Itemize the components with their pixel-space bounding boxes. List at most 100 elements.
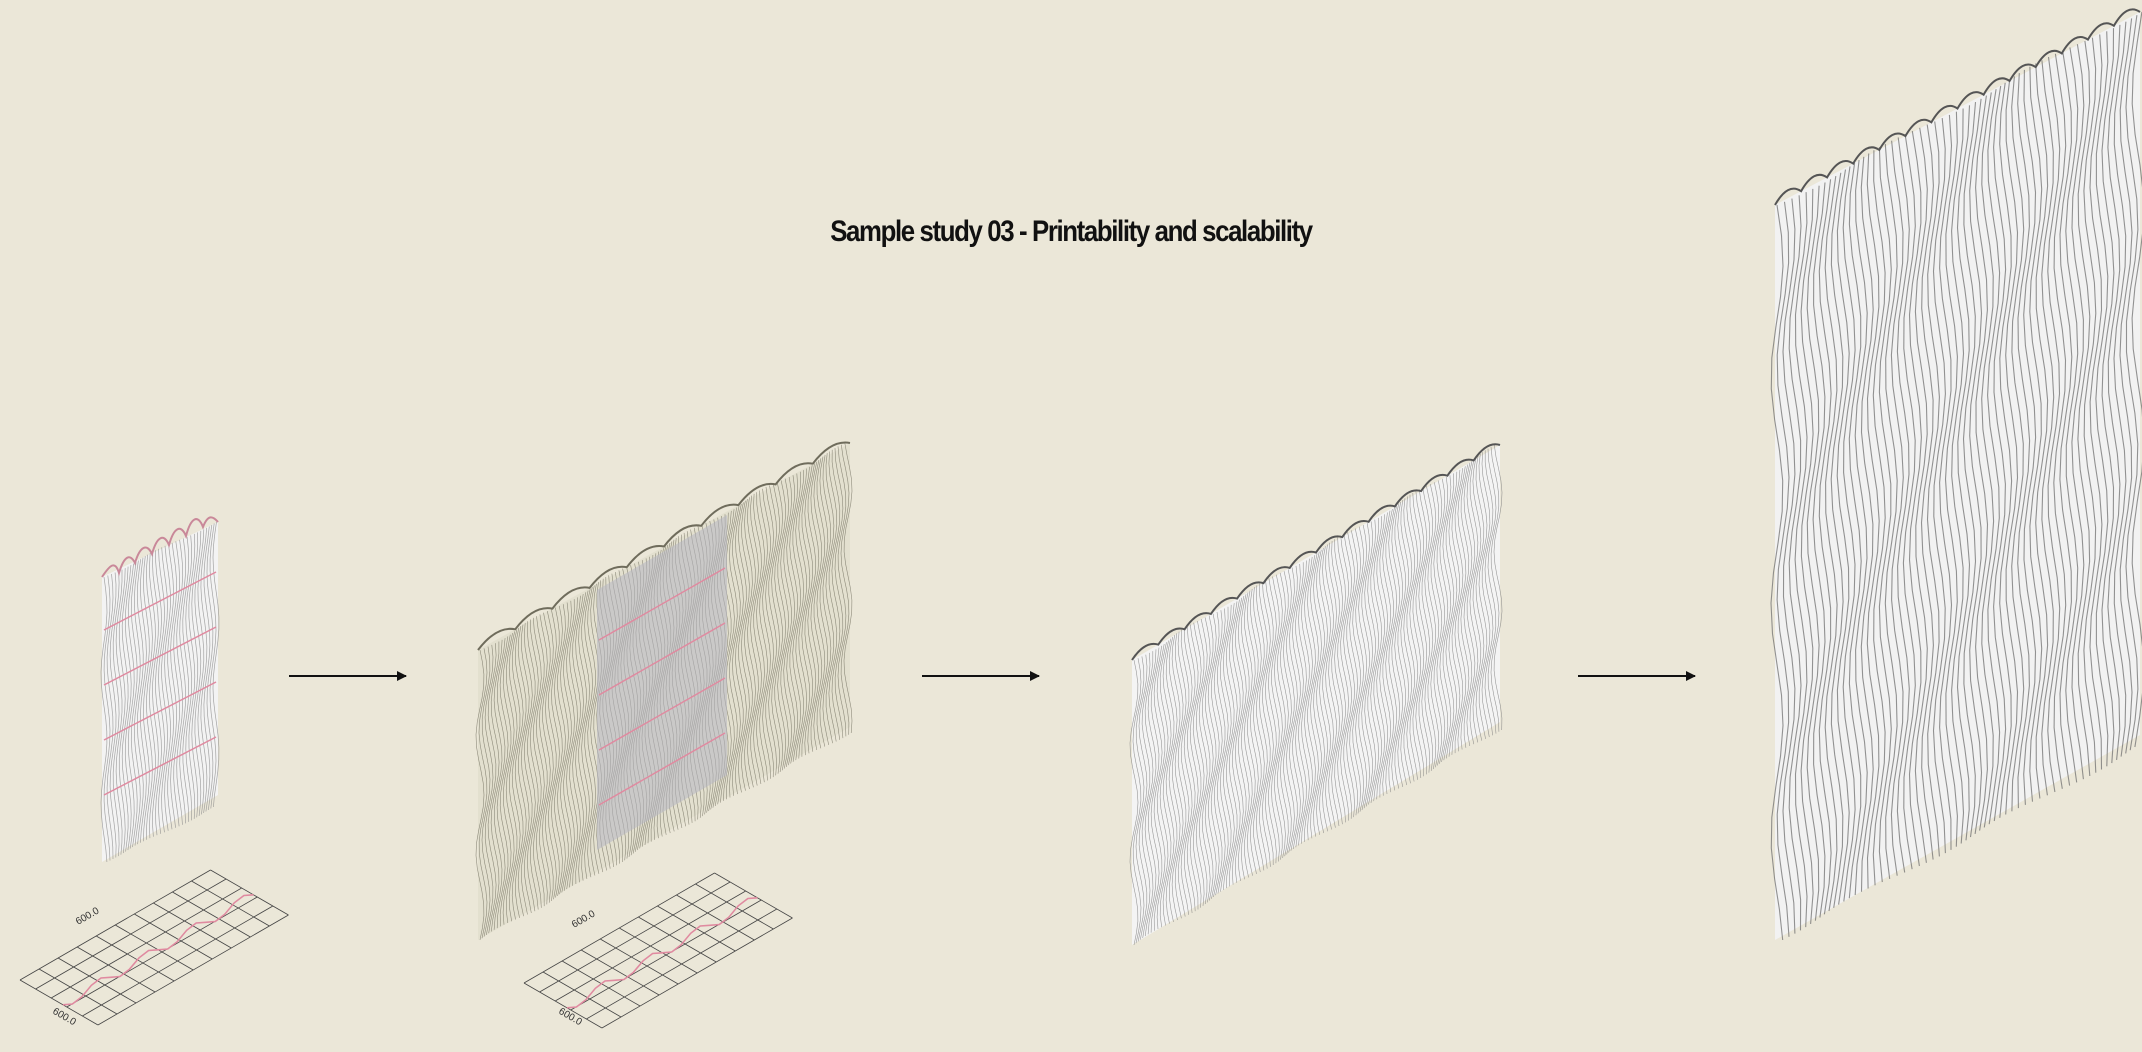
print-line [1295, 562, 1304, 848]
print-line [1132, 658, 1142, 944]
print-line [2107, 24, 2121, 760]
print-line [1854, 159, 1868, 896]
print-line [188, 533, 196, 819]
print-line [2059, 50, 2073, 786]
print-line [1367, 519, 1377, 805]
print-line [206, 524, 214, 811]
plan-grid-line [619, 927, 698, 974]
print-line [1999, 82, 2013, 818]
plan-grid-line [676, 894, 755, 941]
plan-grid-line [76, 946, 156, 993]
print-line [475, 649, 485, 941]
print-line [741, 500, 750, 791]
plan-grid-line [539, 881, 731, 993]
print-line [173, 541, 180, 827]
print-line [563, 600, 572, 891]
print-line [197, 529, 205, 815]
print-line [1487, 448, 1497, 734]
print-line [783, 476, 793, 767]
print-line [1234, 597, 1244, 883]
print-line [1969, 98, 1983, 834]
print-line [1144, 651, 1154, 937]
print-line [2101, 28, 2115, 764]
array-top-wave [477, 441, 851, 651]
print-line [1373, 516, 1383, 802]
print-line [1394, 503, 1404, 789]
pink-section-line [598, 732, 726, 806]
print-line [831, 449, 841, 740]
print-line [1138, 654, 1148, 940]
print-line [1866, 153, 1880, 889]
wall-print-lines [1129, 443, 1503, 946]
print-line [1842, 166, 1856, 902]
print-line [581, 590, 590, 881]
print-line [1451, 469, 1461, 755]
stage-4-scaled-wall [1770, 8, 2142, 941]
print-line [1228, 601, 1238, 887]
print-line [1195, 620, 1205, 906]
print-line [496, 638, 506, 929]
plan-grid-line [35, 878, 227, 990]
print-line [502, 634, 512, 925]
print-line [1198, 619, 1208, 905]
plan-2-dim-top: 600.0 [570, 908, 598, 930]
print-line [1150, 647, 1160, 933]
print-line [109, 572, 117, 858]
print-line [1340, 535, 1349, 821]
print-line [203, 526, 211, 812]
print-line [1418, 489, 1428, 775]
print-line [1454, 468, 1464, 754]
print-line [2047, 56, 2061, 793]
plan-grid-line [191, 880, 270, 927]
print-line [1141, 652, 1151, 938]
print-line [1403, 498, 1413, 784]
print-line [1457, 466, 1467, 752]
print-line [2041, 60, 2055, 796]
print-line [520, 624, 530, 915]
print-line [1186, 626, 1196, 912]
print-line [1490, 446, 1500, 732]
print-line [735, 504, 744, 795]
print-line [484, 644, 494, 935]
print-line [801, 466, 811, 757]
print-line [1975, 95, 1989, 831]
plan-grid-line [570, 899, 762, 1011]
print-line [508, 631, 518, 922]
print-line [1246, 590, 1256, 876]
stage-1-module: 600.0 600.0 [19, 516, 289, 1028]
print-line [1349, 530, 1358, 816]
print-line [112, 571, 120, 857]
print-line [529, 619, 539, 910]
print-line [1436, 478, 1446, 764]
print-line [1177, 631, 1187, 917]
print-line [1286, 567, 1295, 853]
plan-1-dim-top: 600.0 [74, 905, 102, 927]
print-line [1824, 176, 1838, 912]
print-line [1962, 102, 1977, 838]
print-line [136, 559, 144, 845]
print-line [1433, 480, 1443, 766]
print-line [1231, 599, 1241, 885]
print-line [1301, 558, 1310, 844]
print-line [535, 616, 545, 907]
print-line [2131, 11, 2142, 748]
print-line [1445, 473, 1455, 759]
print-line [1249, 588, 1259, 874]
print-line [130, 562, 138, 848]
print-line [1277, 572, 1286, 858]
print-line [493, 639, 503, 930]
print-line [1370, 517, 1379, 803]
print-line [732, 505, 741, 796]
print-line [1171, 635, 1181, 921]
print-line [1192, 622, 1202, 908]
print-line [505, 632, 515, 924]
print-line [1463, 462, 1473, 748]
print-line [810, 461, 820, 752]
print-line [1180, 629, 1190, 915]
print-line [2119, 18, 2133, 754]
print-line [194, 530, 202, 816]
print-line [517, 626, 527, 917]
print-line [478, 648, 488, 939]
plan-grid-line [600, 938, 679, 985]
print-line [127, 563, 135, 849]
